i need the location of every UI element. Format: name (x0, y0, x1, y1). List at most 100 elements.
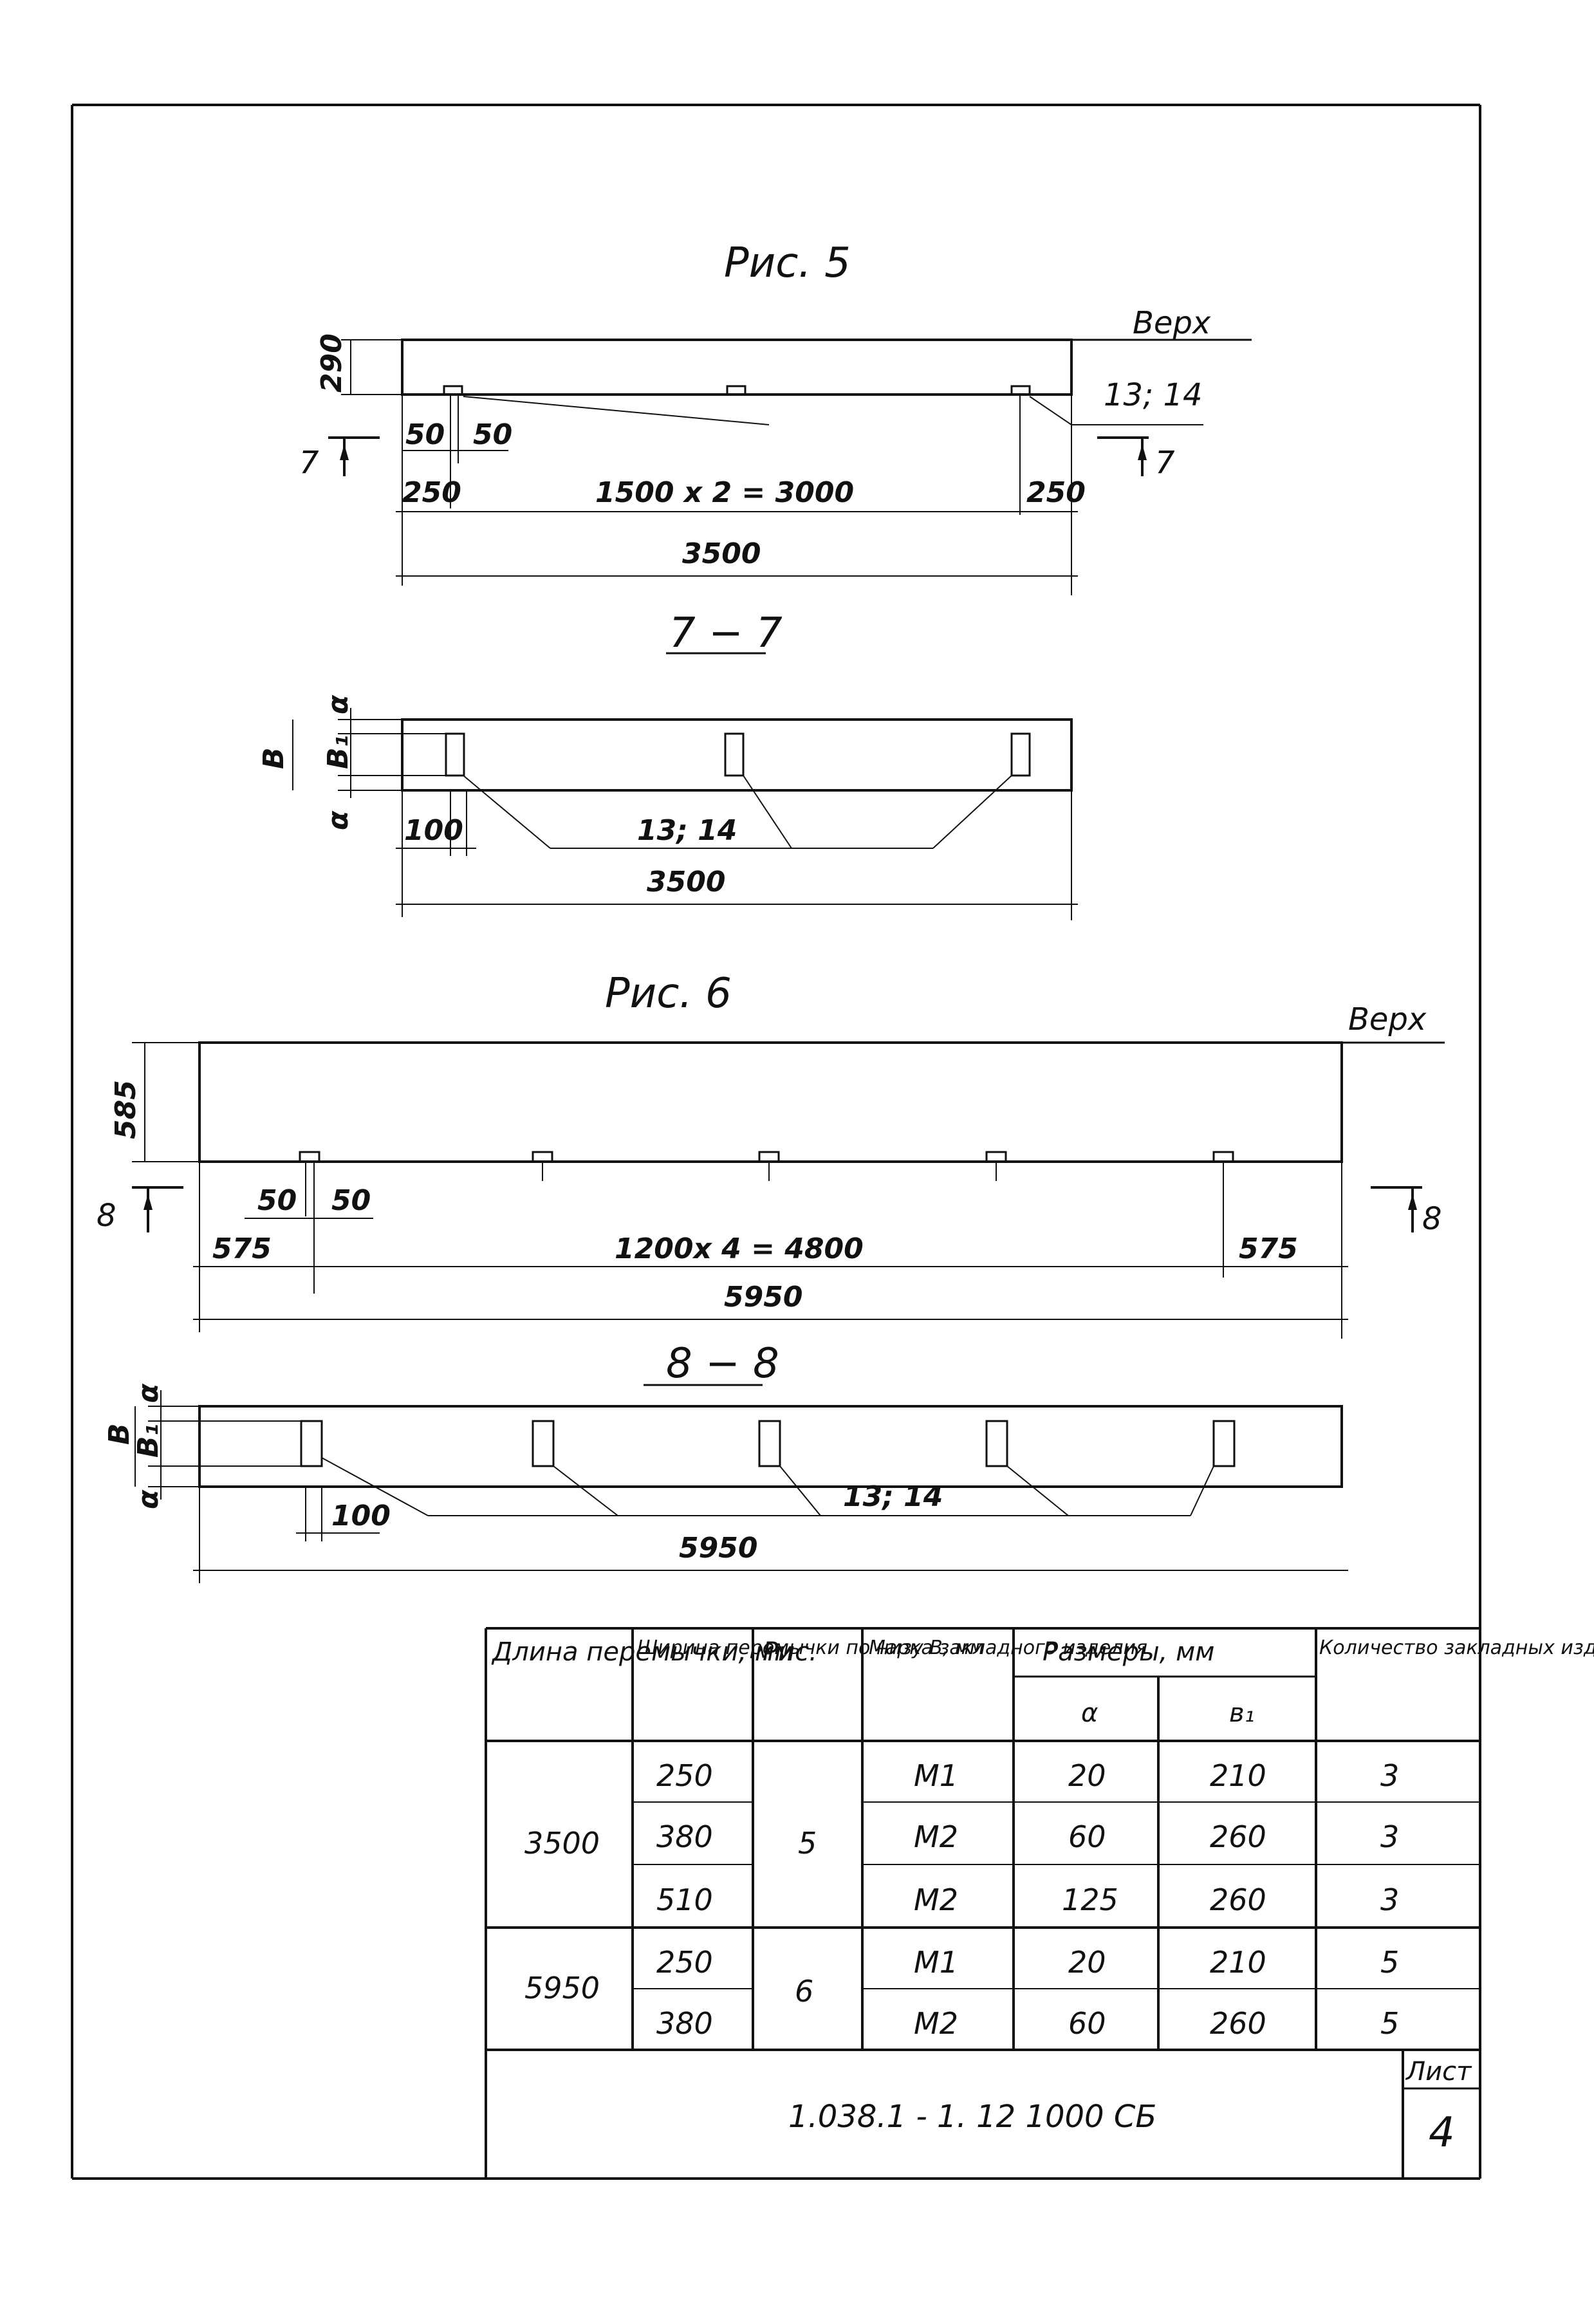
section88-embed-5 (1212, 1420, 1236, 1467)
cell-length: 3500 (524, 1826, 600, 1861)
header-width-text: Ширина перемычки по низу В, мм (637, 1637, 984, 1659)
cell-a: 125 (1062, 1882, 1118, 1917)
cell-fig: 5 (798, 1826, 817, 1861)
cell-a: 20 (1068, 1758, 1106, 1793)
section77-callout: 13; 14 (637, 814, 737, 847)
cell-b1: 210 (1210, 1758, 1266, 1793)
fig6-spacing-left: 50 (257, 1184, 297, 1217)
section77-embed-2 (724, 732, 745, 777)
cell-width: 250 (656, 1758, 713, 1793)
section88-dim-a-top: α (132, 1383, 165, 1403)
section77-dim-a-top: α (322, 694, 355, 714)
fig5-height-dim: 290 (315, 333, 348, 393)
fig5-spacing-right: 50 (473, 418, 512, 451)
cell-b1: 260 (1210, 1882, 1266, 1917)
cell-width: 380 (656, 2006, 713, 2041)
section-8-8: 8 − 8 13; 14 α В В₁ α 100 5950 (103, 1340, 1348, 1583)
section77-embed-3 (1010, 732, 1031, 777)
section88-total: 5950 (679, 1532, 757, 1565)
title-block: 1.038.1 - 1. 12 1000 СБ Лист 4 (788, 2050, 1480, 2179)
section88-embed-3 (758, 1420, 781, 1467)
drawing-code: 1.038.1 - 1. 12 1000 СБ (788, 2099, 1156, 2135)
cell-count: 5 (1380, 1945, 1399, 1980)
section88-offset: 100 (331, 1500, 391, 1532)
section77-total: 3500 (647, 866, 725, 898)
cell-count: 3 (1380, 1882, 1399, 1917)
fig5-edge-right: 250 (1026, 476, 1086, 509)
cell-mark: М1 (914, 1758, 958, 1793)
fig6-embed-4 (985, 1151, 1007, 1163)
figure-5: Рис. 5 Верх 13; 14 290 7 7 50 50 (299, 239, 1252, 595)
fig5-embed-2 (726, 385, 746, 396)
fig5-title: Рис. 5 (724, 239, 851, 287)
cell-width: 250 (656, 1945, 713, 1980)
fig6-embed-3 (758, 1151, 780, 1163)
cell-mark: М2 (914, 1819, 958, 1854)
header-mark-text: Марка закладного изделия (869, 1637, 1147, 1659)
header-sizes: Размеры, мм (1043, 1637, 1214, 1667)
sheet-number: 4 (1429, 2109, 1455, 2157)
section77-dim-a-bottom: α (322, 810, 355, 830)
fig5-top-label: Верх (1133, 305, 1211, 341)
fig5-callout: 13; 14 (1104, 377, 1203, 413)
header-length-text: Длина перемычки, мм (491, 1637, 793, 1667)
cell-a: 60 (1068, 2006, 1106, 2041)
cell-width: 380 (656, 1819, 713, 1854)
figure-6: Рис. 6 Верх 585 8 8 50 50 (97, 970, 1445, 1339)
cell-count: 3 (1380, 1758, 1399, 1793)
fig6-edge-right: 575 (1239, 1232, 1298, 1265)
section-7-7: 7 − 7 13; 14 α В В₁ α 100 3500 (257, 609, 1078, 920)
section88-title: 8 − 8 (666, 1340, 779, 1388)
cell-b1: 260 (1210, 1819, 1266, 1854)
fig6-spacing-right: 50 (331, 1184, 371, 1217)
fig6-height-dim: 585 (109, 1080, 142, 1139)
section88-embed-2 (532, 1420, 555, 1467)
cell-width: 510 (656, 1882, 713, 1917)
fig6-embed-1 (299, 1151, 320, 1163)
section88-dim-a-bottom: α (132, 1489, 165, 1509)
section77-dim-b1: В₁ (322, 735, 355, 769)
fig6-top-label: Верх (1348, 1001, 1427, 1037)
cell-fig: 6 (795, 1974, 813, 2009)
section88-dim-b: В (103, 1423, 136, 1445)
cell-count: 3 (1380, 1819, 1399, 1854)
fig6-embed-5 (1212, 1151, 1234, 1163)
fig5-span: 1500 х 2 = 3000 (595, 476, 854, 509)
fig5-section-mark-right: 7 (1155, 445, 1175, 481)
fig5-spacing-left: 50 (405, 418, 445, 451)
fig6-section-mark-right: 8 (1422, 1201, 1442, 1237)
header-width: Ширина перемычки по низу В, мм (637, 1637, 984, 1659)
cell-mark: М1 (914, 1945, 958, 1980)
section77-embed-1 (445, 732, 465, 777)
section88-callout: 13; 14 (843, 1480, 943, 1513)
header-size-b1: в₁ (1229, 1698, 1255, 1728)
fig5-edge-left: 250 (402, 476, 461, 509)
header-length: Длина перемычки, мм (491, 1637, 793, 1667)
section88-embed-1 (300, 1420, 323, 1467)
header-fig: Рис. (763, 1637, 817, 1667)
cell-b1: 260 (1210, 2006, 1266, 2041)
fig6-embed-2 (532, 1151, 553, 1163)
cell-mark: М2 (914, 1882, 958, 1917)
fig5-embed-1 (443, 385, 463, 396)
cell-a: 20 (1068, 1945, 1106, 1980)
header-mark: Марка закладного изделия (869, 1637, 1147, 1659)
cell-mark: М2 (914, 2006, 958, 2041)
fig6-total: 5950 (724, 1281, 802, 1314)
fig6-title: Рис. 6 (605, 970, 732, 1018)
section77-beam (401, 718, 1073, 792)
spec-table: Длина перемычки, мм Ширина перемычки по … (485, 1627, 1594, 2179)
section77-offset: 100 (404, 814, 463, 847)
cell-b1: 210 (1210, 1945, 1266, 1980)
cell-count: 5 (1380, 2006, 1399, 2041)
fig5-total: 3500 (682, 537, 761, 570)
fig6-span: 1200х 4 = 4800 (615, 1232, 864, 1265)
section88-beam (198, 1405, 1343, 1488)
cell-a: 60 (1068, 1819, 1106, 1854)
cell-length: 5950 (524, 1971, 600, 2005)
fig6-edge-left: 575 (212, 1232, 272, 1265)
header-count-text: Количество закладных изделий в перемычке (1319, 1637, 1594, 1659)
section77-title: 7 − 7 (669, 609, 783, 657)
